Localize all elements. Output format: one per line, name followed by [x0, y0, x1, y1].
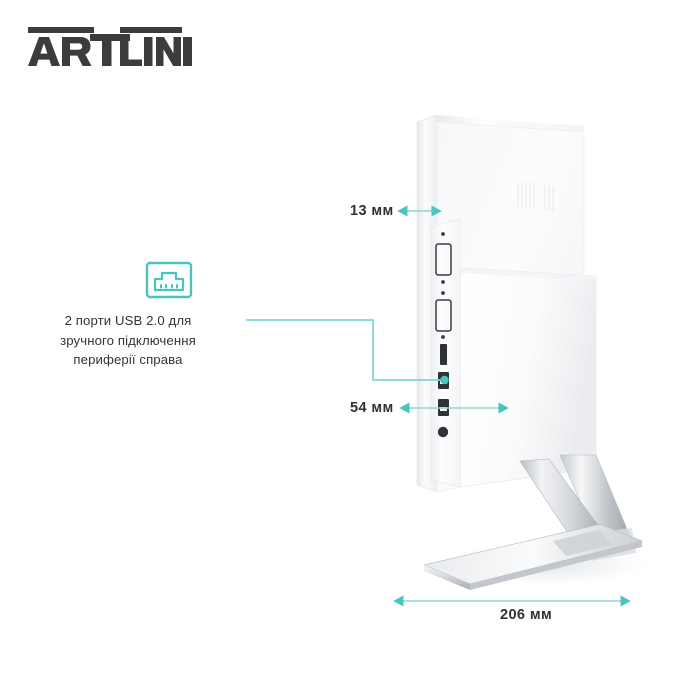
screw-dot — [441, 232, 445, 236]
screw-dot — [441, 291, 445, 295]
panel-top-face — [437, 115, 584, 132]
stand-base-edge-right — [470, 541, 642, 590]
video-port-1 — [435, 243, 452, 276]
screw-dot — [441, 280, 445, 284]
caption-line-3: периферії справа — [73, 352, 183, 367]
usb-port-icon — [145, 259, 193, 301]
stand-base-edge — [424, 565, 470, 590]
screw-dot — [441, 335, 445, 339]
caption-line-2: зручного підключення — [60, 332, 196, 348]
dimension-label-port-area: 54 мм — [350, 400, 394, 416]
feature-caption: 2 порти USB 2.0 для зручного підключення… — [12, 311, 244, 370]
stand-hinge — [553, 530, 612, 556]
caption-line-1: 2 порти USB 2.0 для — [64, 313, 192, 328]
artline-logo — [20, 26, 192, 70]
logo-glyph-e — [183, 37, 192, 66]
audio-jack — [437, 426, 449, 438]
vent-lines — [517, 182, 554, 211]
dimension-label-width: 206 мм — [500, 607, 553, 623]
card-reader-slot — [440, 344, 447, 365]
housing-top-bevel — [460, 268, 596, 281]
system-housing-bulge — [459, 267, 597, 488]
dimension-label-depth: 13 мм — [350, 203, 394, 219]
